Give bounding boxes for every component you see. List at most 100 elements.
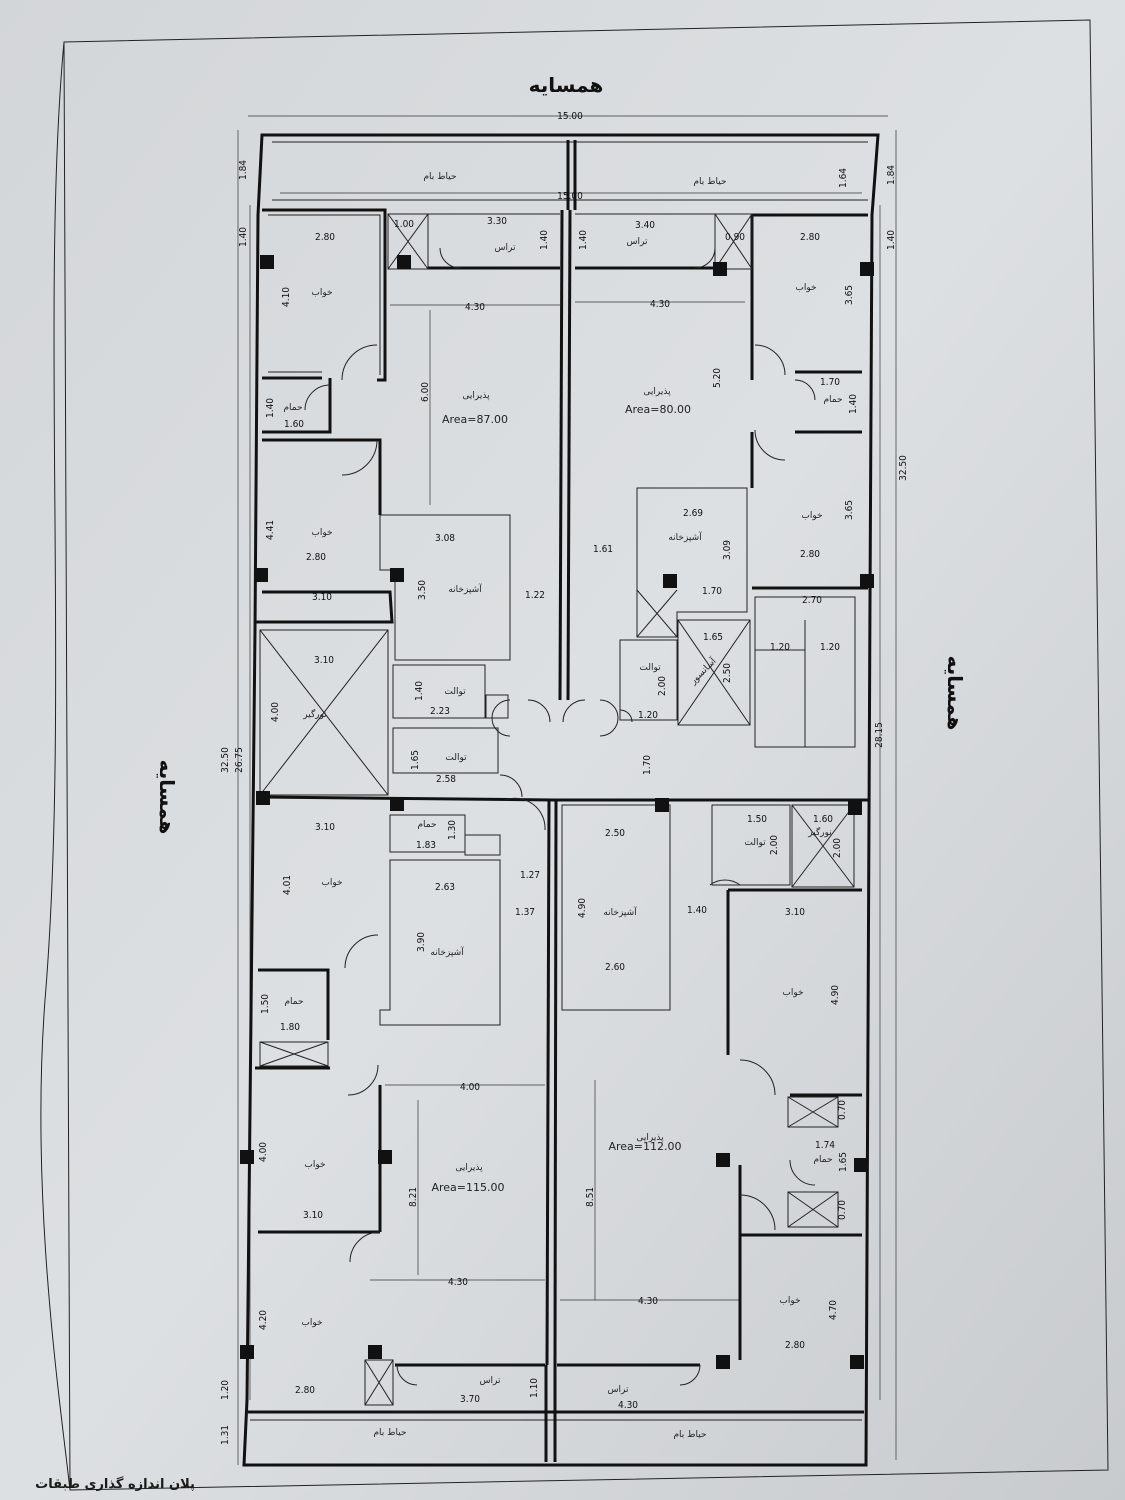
dim-overall-width: 15.00	[557, 111, 583, 122]
dim-left-32-50: 32.50	[220, 747, 231, 773]
dim-bl-1-50b: 1.50	[260, 994, 271, 1014]
dim-bl-4-20: 4.20	[258, 1310, 269, 1330]
br-hall-label: پذیرایی	[636, 1133, 664, 1143]
dim-br-4-90a: 4.90	[577, 898, 588, 918]
dim-bl-3-10c: 3.10	[315, 822, 335, 833]
central-wall-bottom	[545, 799, 551, 1366]
dim-tr-1-65: 1.65	[703, 632, 723, 643]
dim-bl-8-21: 8.21	[408, 1187, 419, 1207]
dim-bl-4-30c: 4.30	[448, 1277, 468, 1288]
tl-terrace-label: تراس	[495, 243, 516, 253]
dim-tl-1-40a: 1.40	[238, 227, 249, 247]
tl-area: Area=87.00	[442, 413, 508, 426]
dim-tr-5-20: 5.20	[712, 368, 723, 388]
br-bedroom1-walls	[726, 888, 862, 1097]
dim-bl-4-01: 4.01	[282, 875, 293, 895]
tr-bedroom1-label: خواب	[795, 283, 816, 293]
dim-left-26-75: 26.75	[234, 747, 245, 773]
dim-top-strip-r: 1.84	[886, 165, 897, 185]
dim-br-4-30d: 4.30	[638, 1296, 658, 1307]
neighbor-label-left: همسایه	[155, 760, 179, 835]
bl-bedroom3-label: خواب	[301, 1318, 322, 1328]
tr-toilet-label: توالت	[639, 663, 661, 673]
tr-shaft-x	[714, 213, 753, 270]
dim-bl-1-83: 1.83	[416, 840, 436, 851]
dim-br-4-90b: 4.90	[830, 985, 841, 1005]
bl-kitchen-label: آشپزخانه	[430, 946, 464, 958]
dim-tr-3-09: 3.09	[722, 540, 733, 560]
dim-tr-3-65a: 3.65	[844, 285, 855, 305]
dim-br-1-60b: 1.60	[813, 814, 833, 825]
br-closet1-x	[787, 1096, 839, 1128]
dim-tl-4-00a: 4.00	[270, 702, 281, 722]
tl-kitchen-label: آشپزخانه	[448, 583, 482, 595]
dim-br-2-00b: 2.00	[769, 835, 780, 855]
roof-yard-label-tl: حیاط بام	[423, 172, 456, 182]
dim-br-4-30e: 4.30	[618, 1400, 638, 1411]
tl-toilet-label: توالت	[444, 687, 466, 697]
dim-tr-2-70: 2.70	[802, 595, 822, 606]
structural-columns	[240, 255, 874, 1369]
br-bedroom2-walls	[738, 1165, 862, 1360]
br-light-shaft-label: نورگیر	[807, 826, 831, 838]
bl-kitchen-walls	[379, 859, 501, 1026]
dim-br-4-70: 4.70	[828, 1300, 839, 1320]
dim-br-1-65c: 1.65	[838, 1152, 849, 1172]
tl-bath-label: حمام	[283, 403, 302, 413]
dim-tl-1-22: 1.22	[525, 590, 545, 601]
br-closet1	[787, 1096, 839, 1128]
dim-tl-3-08: 3.08	[435, 533, 455, 544]
central-wall-top	[558, 209, 564, 701]
dim-tl-2-23: 2.23	[430, 706, 450, 717]
dim-tr-2-50a: 2.50	[722, 663, 733, 683]
dim-tl-2-80c: 2.80	[306, 552, 326, 563]
br-bedroom2-label: خواب	[779, 1296, 800, 1306]
dim-br-8-51: 8.51	[585, 1187, 596, 1207]
br-kitchen-label: آشپزخانه	[603, 906, 637, 918]
dim-br-1-74: 1.74	[815, 1140, 835, 1151]
dim-tr-1-70b: 1.70	[702, 586, 722, 597]
tl-light-well	[259, 629, 389, 796]
bl-area: Area=115.00	[431, 1181, 504, 1194]
tr-elevator-x	[677, 619, 751, 726]
dim-bl-1-10: 1.10	[529, 1378, 540, 1398]
dim-tr-2-80b: 2.80	[800, 232, 820, 243]
bl-duct-x	[259, 1041, 329, 1067]
dim-br-2-50b: 2.50	[605, 828, 625, 839]
tr-kitchen-x	[636, 589, 678, 638]
br-toilet-walls	[711, 804, 791, 886]
dim-tl-3-50: 3.50	[417, 580, 428, 600]
dim-inner-width: 15.00	[557, 191, 583, 202]
dim-tr-1-20c: 1.20	[820, 642, 840, 653]
dim-tl-1-40b: 1.40	[539, 230, 550, 250]
tl-hall-label: پذیرایی	[462, 391, 490, 401]
br-light-shaft	[791, 804, 855, 888]
bl-shaft-x	[364, 1359, 394, 1406]
unit-top-left: تراس 3.30 1.00 1.40 1.40 2.80 خواب 4.10 …	[220, 208, 560, 796]
dim-tl-1-65b: 1.65	[410, 750, 421, 770]
br-area: Area=112.00	[608, 1140, 681, 1153]
tr-elevator	[677, 619, 751, 726]
dim-br-2-60: 2.60	[605, 962, 625, 973]
dim-bl-1-27: 1.27	[520, 870, 540, 881]
tr-shaft	[714, 213, 753, 270]
tl-bedroom-top-walls	[268, 214, 381, 375]
dim-tl-1-40g: 1.40	[414, 681, 425, 701]
neighbor-label-right: همسایه	[943, 656, 967, 731]
dim-tl-6-00: 6.00	[420, 382, 431, 402]
tr-bath-label: حمام	[823, 395, 842, 405]
tl-bedroom1-label: خواب	[311, 288, 332, 298]
bl-walls	[255, 968, 382, 1234]
dim-tr-1-70a: 1.70	[820, 377, 840, 388]
roof-yard-label-br: حیاط بام	[673, 1430, 706, 1440]
dim-tl-4-41: 4.41	[265, 520, 276, 540]
tl-bedroom2-label: خواب	[311, 528, 332, 538]
dim-bl-1-31: 1.31	[220, 1425, 231, 1445]
dim-tr-3-40: 3.40	[635, 220, 655, 231]
dim-tr-3-65b: 3.65	[844, 500, 855, 520]
building-outline	[242, 133, 880, 1467]
tl-light-well-x	[259, 629, 389, 796]
central-wall-bottom2	[553, 799, 558, 1366]
dim-tl-1-60: 1.60	[284, 419, 304, 430]
